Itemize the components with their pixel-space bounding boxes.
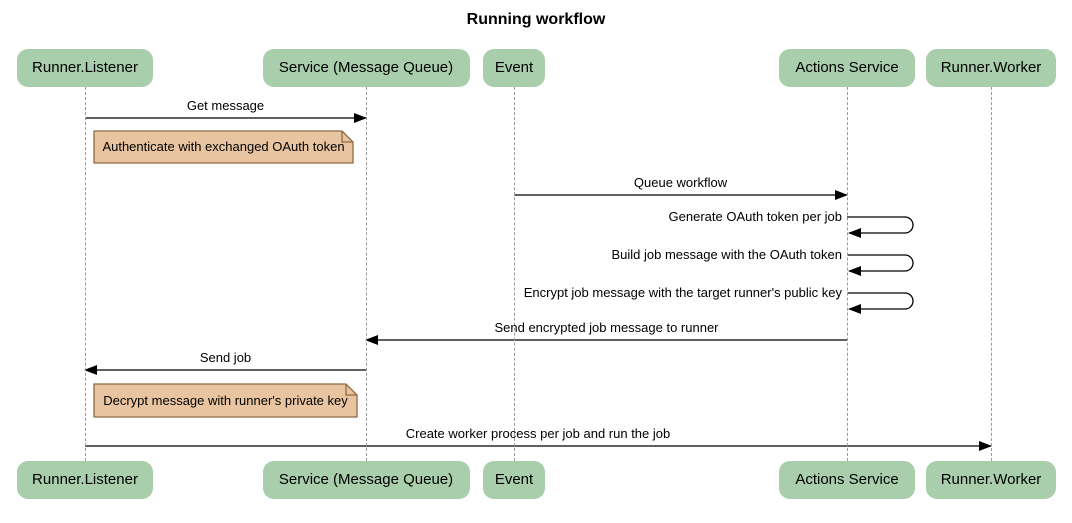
message-label: Generate OAuth token per job (668, 209, 842, 224)
self-message-arrow (847, 216, 914, 238)
actor-box-top: Service (Message Queue) (262, 49, 470, 87)
actor-box-top: Runner.Worker (926, 49, 1056, 87)
message-label: Create worker process per job and run th… (405, 426, 671, 441)
lifeline (514, 87, 515, 461)
lifeline (366, 87, 367, 461)
note-fold (341, 131, 353, 143)
actor-box-bottom: Runner.Listener (17, 461, 153, 499)
diagram-title: Running workflow (466, 11, 606, 28)
note-label: Authenticate with exchanged OAuth token (102, 139, 345, 154)
self-message-arrow (847, 254, 914, 276)
message-label: Encrypt job message with the target runn… (523, 285, 842, 300)
note-shape (93, 383, 358, 418)
message-label: Get message (186, 98, 265, 113)
message-label: Queue workflow (633, 175, 728, 190)
actor-box-bottom: Actions Service (779, 461, 915, 499)
actor-box-top: Event (483, 49, 545, 87)
actor-box-bottom: Event (483, 461, 545, 499)
self-message-arrow (847, 292, 914, 314)
message-label: Send job (199, 350, 252, 365)
message-label: Send encrypted job message to runner (494, 320, 719, 335)
lifeline (991, 87, 992, 461)
actor-box-bottom: Runner.Worker (926, 461, 1056, 499)
actor-box-top: Actions Service (779, 49, 915, 87)
note-shape (93, 130, 354, 164)
lifeline (85, 87, 86, 461)
actor-box-bottom: Service (Message Queue) (262, 461, 470, 499)
lifeline (847, 87, 848, 461)
note-fold (345, 384, 357, 396)
message-label: Build job message with the OAuth token (611, 247, 842, 262)
actor-box-top: Runner.Listener (17, 49, 153, 87)
note-label: Decrypt message with runner's private ke… (103, 393, 348, 408)
